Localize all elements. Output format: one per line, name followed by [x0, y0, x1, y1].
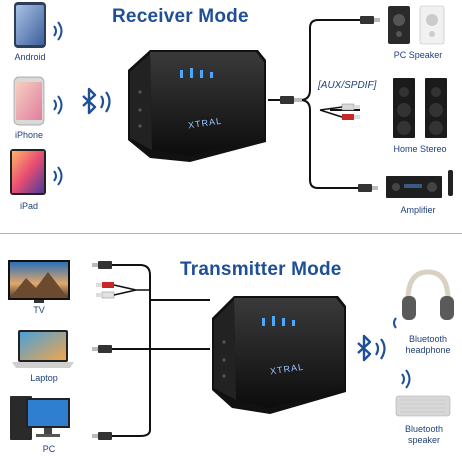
source-label-iphone: iPhone	[14, 130, 44, 140]
transmitter-mode-title: Transmitter Mode	[180, 259, 342, 280]
output-label-bluetooth-speaker: Bluetooth speaker	[404, 424, 444, 445]
source-label-pc: PC	[42, 444, 56, 454]
output-label-amplifier: Amplifier	[400, 205, 436, 215]
section-divider	[0, 233, 462, 234]
output-label-bluetooth-headphone: Bluetooth headphone	[405, 334, 451, 355]
receiver-mode-title: Receiver Mode	[112, 6, 249, 27]
source-label-tv: TV	[33, 305, 45, 315]
output-label-home-stereo: Home Stereo	[393, 144, 447, 154]
output-label-pc-speaker: PC Speaker	[393, 50, 443, 60]
aux-spdif-label: [AUX/SPDIF]	[318, 80, 377, 91]
receiver-brand-logo: XTRAL	[187, 115, 223, 131]
source-label-android: Android	[14, 52, 46, 62]
source-label-laptop: Laptop	[30, 373, 58, 383]
transmitter-brand-logo: XTRAL	[269, 361, 305, 377]
source-label-ipad: iPad	[19, 201, 39, 211]
